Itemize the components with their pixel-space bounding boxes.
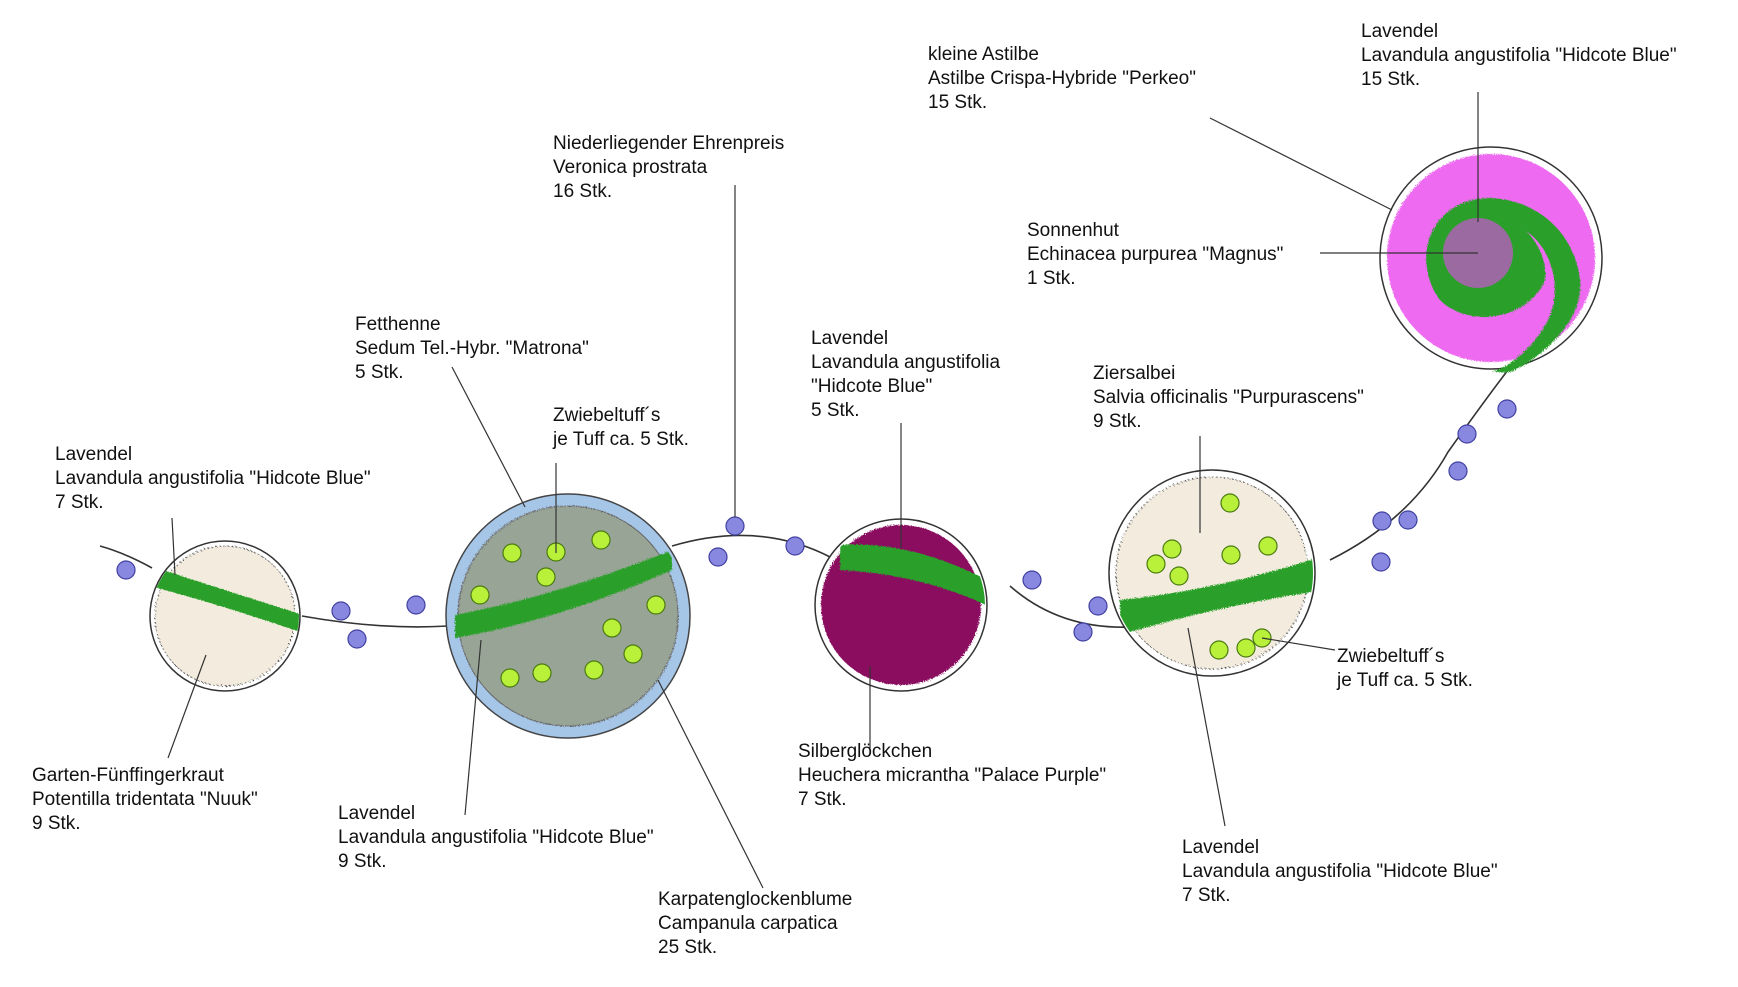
bed-heuchera bbox=[814, 518, 988, 692]
lavender-band bbox=[1120, 555, 1313, 635]
bulb-clusters bbox=[1146, 493, 1278, 660]
lavender-band bbox=[455, 550, 672, 638]
lavender-band bbox=[840, 544, 985, 612]
bed-astilbe bbox=[1379, 146, 1603, 372]
leader-lines bbox=[167, 92, 1479, 889]
bed-potentilla bbox=[149, 540, 301, 692]
bed-campanula bbox=[445, 493, 691, 739]
veronica-dots bbox=[116, 399, 1517, 649]
connecting-path bbox=[99, 369, 1509, 628]
bed-salvia bbox=[1108, 469, 1316, 677]
lavender-band bbox=[151, 566, 299, 632]
